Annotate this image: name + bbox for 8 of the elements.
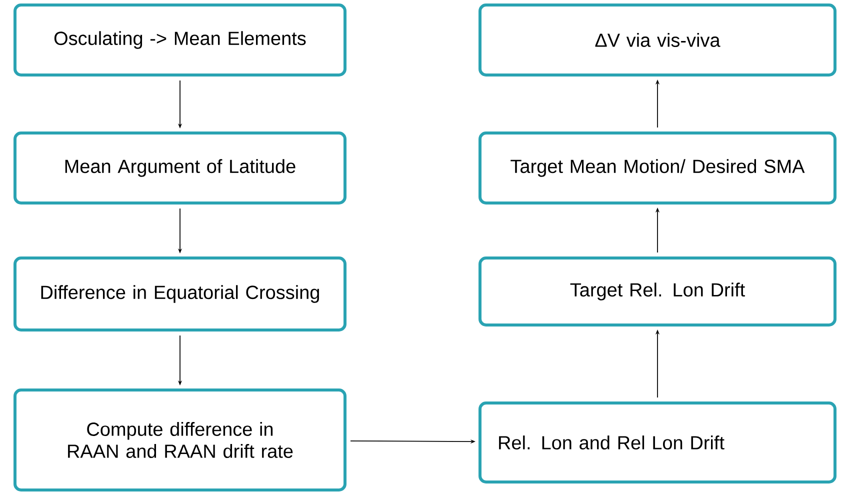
process-box: Target Rel. Lon Drift	[478, 256, 836, 326]
process-box: Difference in Equatorial Crossing	[14, 256, 346, 332]
process-box: Mean Argument of Latitude	[14, 132, 346, 204]
process-box: Rel. Lon and Rel Lon Drift	[478, 402, 836, 484]
process-box: Target Mean Motion/ Desired SMA	[478, 132, 836, 204]
process-box: Compute difference in RAAN and RAAN drift rate	[14, 388, 346, 492]
process-box: Osculating -> Mean Elements	[14, 4, 346, 76]
process-box: ΔV via vis-viva	[478, 4, 836, 76]
